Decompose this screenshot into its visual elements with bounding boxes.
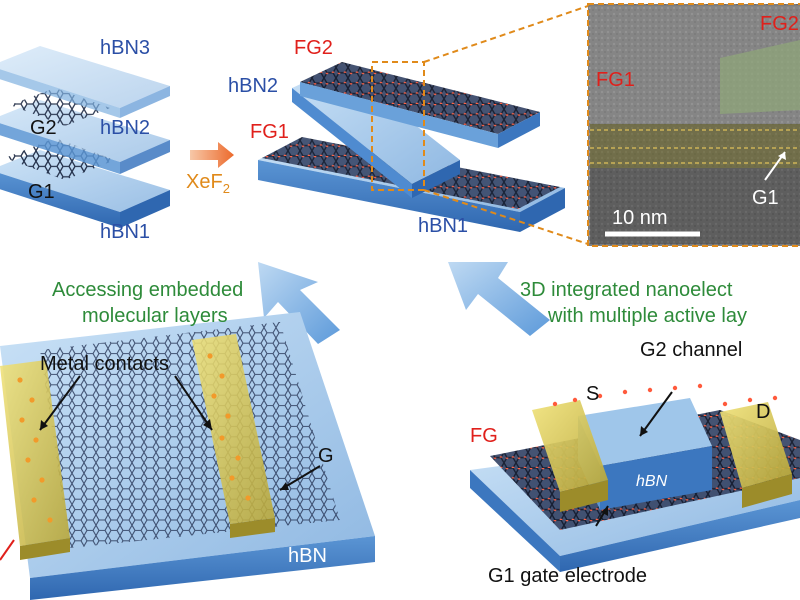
label-hbn-left: hBN	[288, 545, 327, 567]
device-left	[0, 312, 375, 600]
label-fg: FG	[470, 425, 498, 447]
label-fg2-b: FG2	[294, 37, 333, 59]
label-scale-bar: 10 nm	[612, 207, 668, 229]
label-xef2: XeF2	[186, 172, 230, 195]
xef2-arrow	[190, 142, 234, 168]
label-hbn-channel: hBN	[636, 473, 668, 490]
label-g: G	[318, 445, 334, 467]
label-hbn-lower: hBN	[732, 533, 764, 550]
label-drain: D	[756, 401, 771, 423]
label-g1-tem: G1	[752, 187, 779, 209]
label-hbn-edge: hB	[778, 567, 798, 584]
fg2-region	[720, 40, 800, 114]
label-source: S	[586, 383, 600, 405]
label-fg1-b: FG1	[250, 121, 289, 143]
xef2-base: XeF	[186, 171, 223, 193]
label-hbn2-b: hBN2	[228, 75, 279, 97]
contact-left-2	[192, 334, 275, 524]
g2-sheet	[10, 88, 110, 126]
device-right	[470, 383, 800, 572]
label-g1: G1	[28, 181, 55, 203]
caption-right-line2: with multiple active lay	[548, 305, 747, 327]
source-contact	[532, 400, 608, 492]
arrow-left-down	[258, 262, 340, 344]
xef2-subscript: 2	[222, 181, 230, 196]
label-g2-channel: G2 channel	[640, 339, 743, 361]
label-fg1-tem: FG1	[596, 69, 635, 91]
label-hbn2-a: hBN2	[100, 117, 151, 139]
caption-left-line1: Accessing embedded	[52, 279, 244, 301]
g1-sheet	[5, 138, 115, 180]
drain-contact	[720, 402, 792, 488]
panel-a-stack	[0, 46, 170, 228]
caption-right-line1: 3D integrated nanoelect	[520, 279, 733, 301]
label-g2: G2	[30, 117, 57, 139]
label-g1-gate: G1 gate electrode	[488, 565, 647, 587]
fg1-band	[590, 124, 800, 168]
tem-image	[587, 3, 800, 247]
contact-left-1	[0, 360, 70, 546]
label-fg2-tem: FG2	[760, 13, 799, 35]
arrow-right-down	[448, 262, 550, 336]
label-hbn1-b: hBN1	[418, 215, 469, 237]
panel-b-cross	[258, 5, 589, 245]
label-metal-contacts: Metal contacts	[40, 353, 169, 375]
label-hbn3: hBN3	[100, 37, 151, 59]
label-hbn1-a: hBN1	[100, 221, 151, 243]
fg2-sheet	[300, 62, 540, 134]
selection-box	[371, 61, 425, 191]
caption-left-line2: molecular layers	[82, 305, 228, 327]
